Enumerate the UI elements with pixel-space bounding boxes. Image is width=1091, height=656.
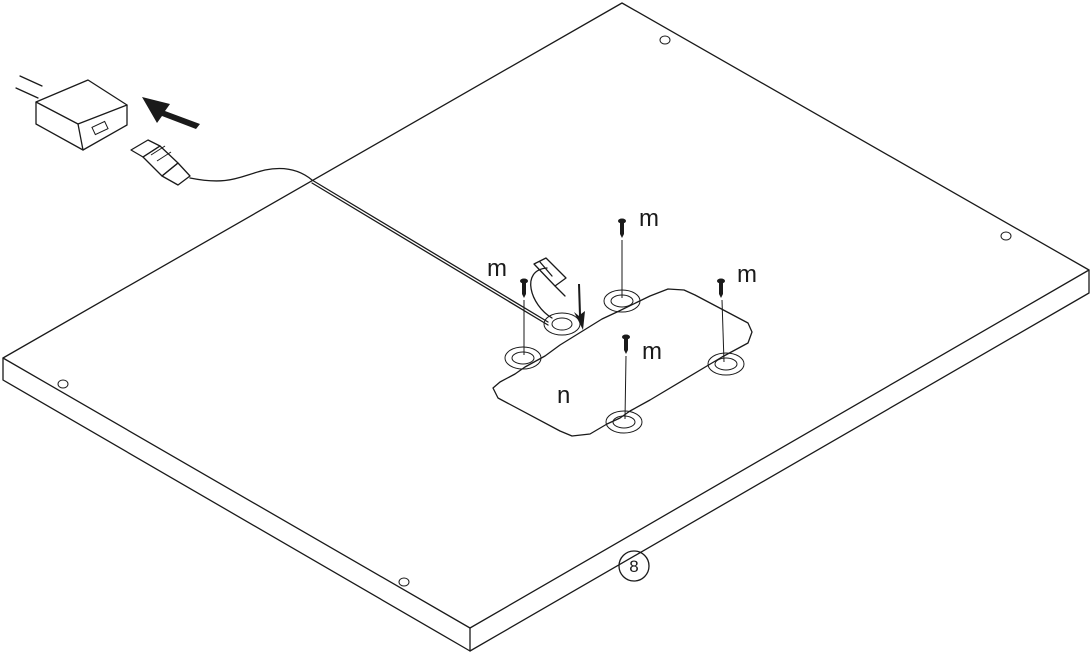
- plate-label: n: [557, 382, 570, 409]
- screw-label-top: m: [639, 205, 659, 232]
- usb-charger-icon: [15, 75, 128, 151]
- mounting-holes: [57, 35, 1012, 587]
- screw-bottom: [622, 334, 630, 420]
- screw-left: [520, 278, 528, 355]
- step-badge: 8: [618, 550, 650, 582]
- usb-plug-icon: [130, 139, 191, 186]
- screw-icon: [520, 218, 725, 420]
- screw-label-left: m: [487, 255, 507, 282]
- mounting-plate: [492, 288, 753, 437]
- screw-right: [717, 278, 725, 363]
- step-number: 8: [629, 557, 638, 576]
- screw-label-right: m: [737, 261, 757, 288]
- screw-top: [618, 218, 626, 298]
- direction-arrow-icon: [142, 97, 200, 129]
- power-cable: [189, 167, 553, 326]
- connector-icon: [533, 257, 585, 330]
- screw-label-bottom: m: [642, 338, 662, 365]
